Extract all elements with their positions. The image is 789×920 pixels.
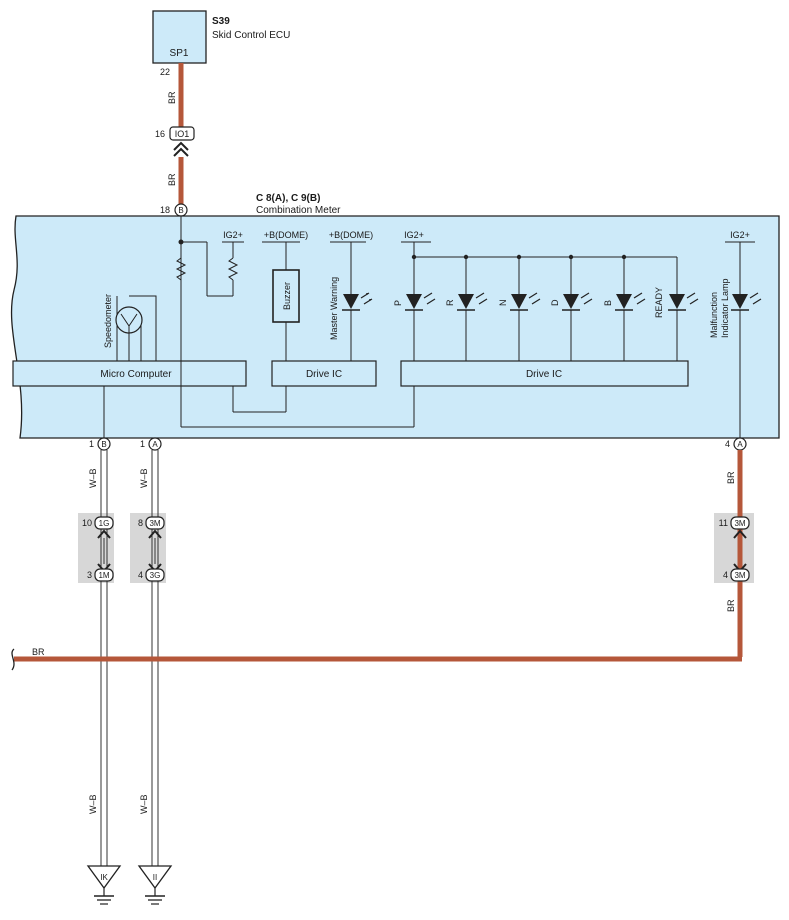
j1-top-connector (94, 516, 114, 530)
micro-computer-box (12, 360, 247, 387)
drive-ic-1-box (271, 360, 377, 387)
mil-label-1: Malfunction (709, 292, 719, 338)
br-wire-break-icon (11, 648, 15, 671)
pin-a1-letter: A (152, 440, 158, 449)
j2-top-name: 3M (149, 519, 160, 528)
wire-label-wb-3: W–B (88, 794, 98, 814)
shift-led-n-icon (510, 292, 541, 311)
io1-chevron-icon (173, 141, 189, 157)
shift-led-label-r: R (445, 299, 455, 306)
ground-ik-label: IK (100, 873, 108, 882)
pin-a1-number: 1 (140, 439, 145, 449)
j3-top-name: 3M (734, 519, 745, 528)
io1-name: IO1 (175, 129, 190, 139)
internal-wiring (103, 216, 755, 438)
j2-top-connector (145, 516, 165, 530)
shift-led-label-d: D (550, 299, 560, 306)
meter-input-pin: 18 (160, 205, 170, 215)
j3-top-connector (730, 516, 750, 530)
speedometer-needle-icon (120, 313, 138, 334)
shift-led-p-icon (405, 292, 436, 311)
speedometer-label: Speedometer (103, 294, 113, 348)
pin-a1-connector (148, 437, 162, 451)
drive-ic-2-box (400, 360, 689, 387)
wire-label-wb-1: W–B (88, 468, 98, 488)
j2-bottom-connector (145, 568, 165, 582)
wire-label-br-5: BR (32, 647, 45, 657)
j1-bottom-name: 1M (98, 571, 109, 580)
j1-top-pin: 10 (82, 518, 92, 528)
j2-bottom-pin: 4 (138, 570, 143, 580)
pin-a4-letter: A (737, 440, 743, 449)
supply-bdome-1: +B(DOME) (264, 230, 308, 240)
shift-led-ready-icon (668, 292, 699, 311)
master-warning-led-icon (342, 292, 373, 311)
meter-name: Combination Meter (256, 205, 341, 216)
supply-ig2-right: IG2+ (730, 230, 750, 240)
ecu-pin-number: 22 (160, 67, 170, 77)
j3-bottom-name: 3M (734, 571, 745, 580)
j1-top-name: 1G (99, 519, 110, 528)
ecu-code: S39 (212, 16, 230, 27)
pin-b1-letter: B (101, 440, 106, 449)
drive-ic-1-label: Drive IC (306, 369, 342, 380)
j1-bottom-pin: 3 (87, 570, 92, 580)
meter-input-connector-letter: B (178, 206, 183, 215)
ground-ii-icon (137, 865, 173, 905)
ecu-name: Skid Control ECU (212, 30, 290, 41)
buzzer-label: Buzzer (282, 282, 292, 310)
wire-label-wb-2: W–B (139, 468, 149, 488)
pin-b1-number: 1 (89, 439, 94, 449)
mil-label-2: Indicator Lamp (720, 278, 730, 338)
io1-connector (169, 126, 195, 141)
shift-led-label-ready: READY (654, 287, 664, 318)
supply-ig2-left: IG2+ (223, 230, 243, 240)
wire-label-br-4: BR (726, 599, 736, 612)
shift-led-label-n: N (498, 300, 508, 307)
ground-ik-icon (86, 865, 122, 905)
master-warning-label: Master Warning (329, 277, 339, 340)
buzzer-box (272, 269, 300, 323)
shift-led-label-p: P (393, 300, 403, 306)
j2-bottom-name: 3G (150, 571, 161, 580)
ecu-pin-label: SP1 (170, 48, 189, 59)
pin-a4-number: 4 (725, 439, 730, 449)
j3-bottom-pin: 4 (723, 570, 728, 580)
shift-led-r-icon (457, 292, 488, 311)
j1-bottom-connector (94, 568, 114, 582)
j3-top-pin: 11 (719, 518, 728, 528)
wire-label-br-2: BR (167, 173, 177, 186)
meter-code: C 8(A), C 9(B) (256, 193, 320, 204)
supply-bdome-2: +B(DOME) (329, 230, 373, 240)
wire-label-br-3: BR (726, 471, 736, 484)
shift-led-d-icon (562, 292, 593, 311)
shift-led-b-icon (615, 292, 646, 311)
ground-ii-label: II (153, 873, 157, 882)
j3-bottom-connector (730, 568, 750, 582)
bus-junction-dots (411, 254, 627, 260)
ecu-box (152, 10, 207, 64)
wire-label-br-1: BR (167, 91, 177, 104)
drive-ic-2-label: Drive IC (526, 369, 562, 380)
supply-ig2-mid: IG2+ (404, 230, 424, 240)
micro-computer-label: Micro Computer (100, 369, 172, 380)
mil-led-icon (731, 292, 762, 311)
pin-b1-connector (97, 437, 111, 451)
wire-label-wb-4: W–B (139, 794, 149, 814)
j2-top-pin: 8 (138, 518, 143, 528)
io1-pin: 16 (155, 129, 165, 139)
shift-led-label-b: B (603, 300, 613, 306)
